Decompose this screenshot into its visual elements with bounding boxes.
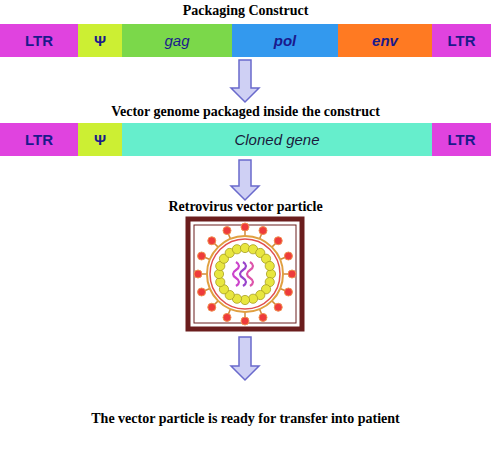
ltr-segment: LTR	[432, 24, 491, 57]
segment-label: pol	[274, 32, 297, 49]
ltr-segment: LTR	[432, 123, 491, 156]
ltr-segment: LTR	[0, 123, 78, 156]
envelope	[210, 239, 280, 309]
spike-head	[198, 288, 206, 296]
psi-segment: Ψ	[78, 24, 122, 57]
spike-head	[241, 223, 249, 231]
gene-segment: env	[338, 24, 432, 57]
gene-segment: gag	[122, 24, 232, 57]
segment-label: Ψ	[94, 131, 106, 148]
segment-label: LTR	[25, 32, 53, 49]
psi-segment: Ψ	[78, 123, 122, 156]
gene-segment: Cloned gene	[122, 123, 432, 156]
spike-head	[284, 288, 292, 296]
spike-head	[223, 227, 231, 235]
spike-head	[208, 303, 216, 311]
stage-title: Packaging Construct	[0, 3, 491, 19]
segment-label: Ψ	[94, 32, 106, 49]
segment-label: LTR	[447, 32, 475, 49]
capsid-bead	[265, 261, 274, 270]
spike-head	[259, 313, 267, 321]
down-arrow	[231, 337, 259, 380]
spike-head	[274, 303, 282, 311]
stage-heading: Vector genome packaged inside the constr…	[0, 104, 491, 120]
spike-head	[208, 237, 216, 245]
segment-label: LTR	[25, 131, 53, 148]
rna-strand	[247, 262, 253, 286]
segment-label: Cloned gene	[234, 131, 319, 148]
spike-head	[198, 252, 206, 260]
spike-head	[194, 270, 202, 278]
spike-head	[259, 227, 267, 235]
spike-head	[284, 252, 292, 260]
rna-strand	[233, 262, 239, 286]
envelope	[207, 236, 283, 312]
ltr-segment: LTR	[0, 24, 78, 57]
rna-strand	[240, 262, 246, 286]
virus-particle	[194, 223, 296, 325]
down-arrow	[231, 160, 259, 200]
segment-label: gag	[164, 32, 189, 49]
spike-head	[288, 270, 296, 278]
segment-label: env	[372, 32, 398, 49]
spike-head	[223, 313, 231, 321]
gene-segment: pol	[232, 24, 338, 57]
stage-heading: The vector particle is ready for transfe…	[0, 411, 491, 427]
stage-heading: Retrovirus vector particle	[0, 199, 491, 215]
segment-label: LTR	[447, 131, 475, 148]
down-arrow	[231, 60, 259, 102]
spike-head	[241, 317, 249, 325]
virus-illustration	[188, 219, 302, 329]
spike-head	[274, 237, 282, 245]
